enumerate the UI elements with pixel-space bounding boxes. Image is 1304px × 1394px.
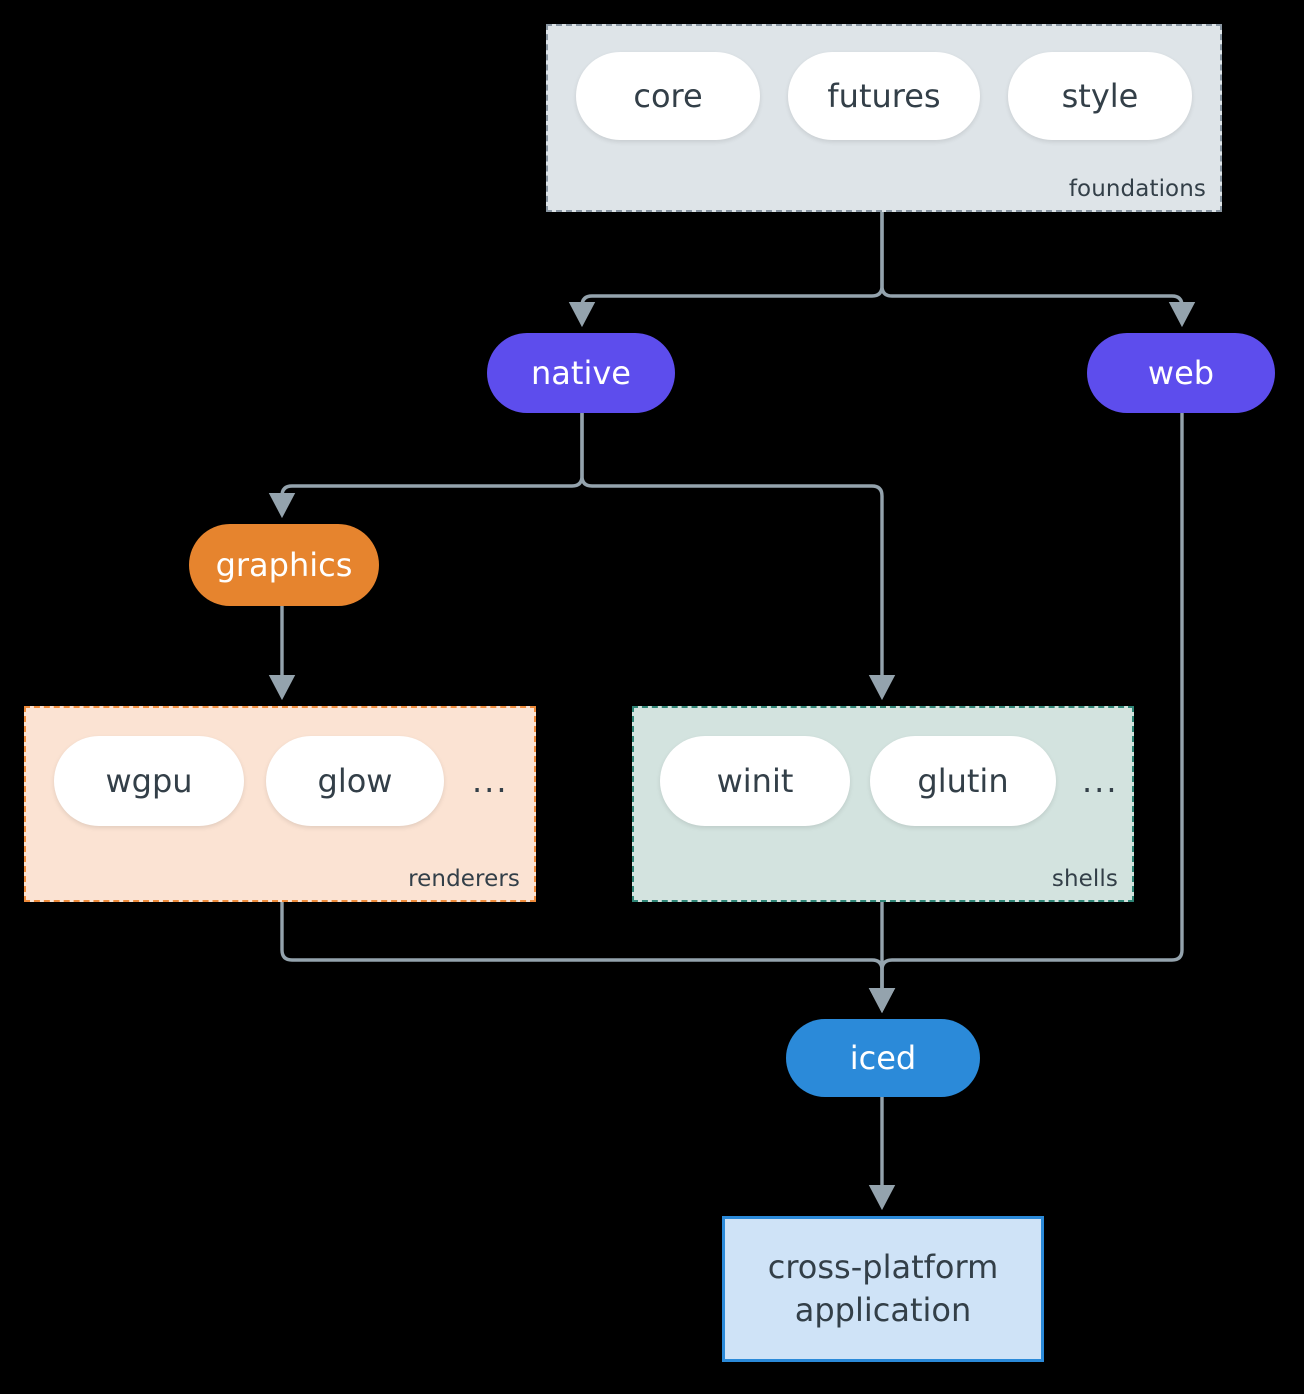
node-futures[interactable]: futures xyxy=(788,52,980,140)
node-cross-platform-application[interactable]: cross-platform application xyxy=(722,1216,1044,1362)
node-glow[interactable]: glow xyxy=(266,736,444,826)
node-web[interactable]: web xyxy=(1087,333,1275,413)
node-winit[interactable]: winit xyxy=(660,736,850,826)
edge-foundations-to-web xyxy=(880,212,1196,328)
shells-ellipsis: ... xyxy=(1082,762,1119,800)
edge-native-to-graphics xyxy=(268,413,584,519)
node-graphics[interactable]: graphics xyxy=(189,524,379,606)
group-foundations: core futures style foundations xyxy=(546,24,1222,212)
edge-foundations-to-native xyxy=(568,212,884,328)
group-shells: winit glutin ... shells xyxy=(632,706,1134,902)
group-renderers: wgpu glow ... renderers xyxy=(24,706,536,902)
shells-items: winit glutin ... xyxy=(660,736,1125,826)
node-iced[interactable]: iced xyxy=(786,1019,980,1097)
group-label-renderers: renderers xyxy=(408,866,520,892)
node-core[interactable]: core xyxy=(576,52,760,140)
group-label-shells: shells xyxy=(1051,866,1118,892)
group-label-foundations: foundations xyxy=(1068,176,1206,202)
node-wgpu[interactable]: wgpu xyxy=(54,736,244,826)
foundations-items: core futures style xyxy=(576,52,1192,140)
node-native[interactable]: native xyxy=(487,333,675,413)
node-glutin[interactable]: glutin xyxy=(870,736,1056,826)
renderers-items: wgpu glow ... xyxy=(54,736,515,826)
edge-native-to-shells xyxy=(580,413,896,701)
edge-renderers-to-iced xyxy=(280,902,896,1014)
renderers-ellipsis: ... xyxy=(472,762,509,800)
node-style[interactable]: style xyxy=(1008,52,1192,140)
application-label-line1: cross-platform xyxy=(767,1247,999,1286)
application-label-line2: application xyxy=(794,1291,972,1329)
